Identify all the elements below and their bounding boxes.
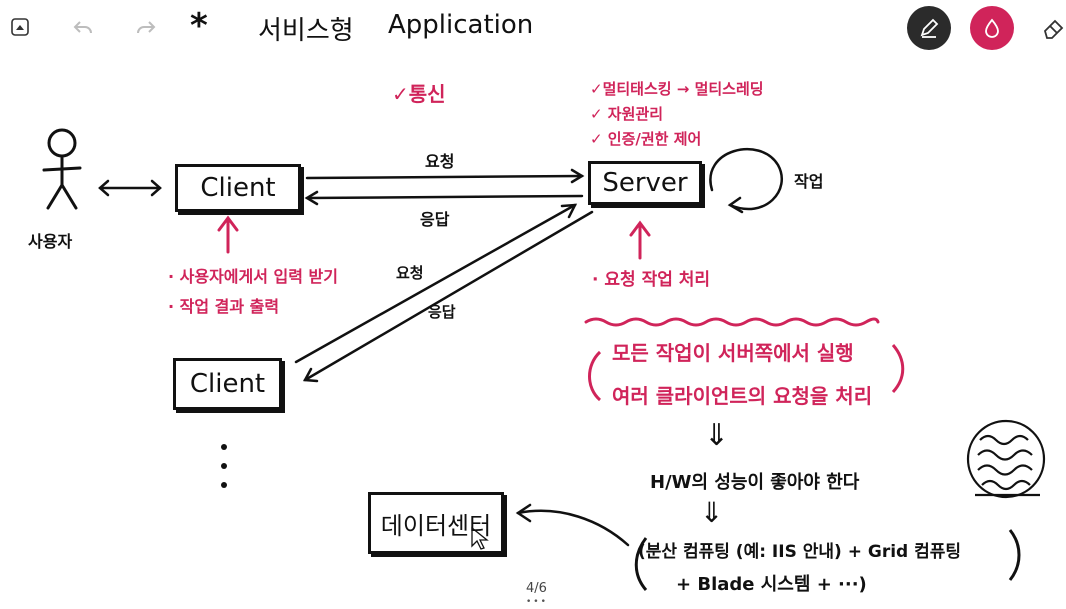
more-options-dots[interactable]: •••: [526, 597, 548, 607]
dist-bracket-left: [634, 537, 648, 591]
sidebar-toggle-icon[interactable]: [10, 17, 30, 37]
work-label: 작업: [794, 172, 824, 191]
server-up-arrow: [629, 220, 651, 260]
wavy-divider: [584, 317, 880, 327]
datacenter-box: 데이터센터: [368, 492, 504, 554]
server-note-3: ✓ 인증/권한 제어: [590, 130, 702, 148]
request-arrow-top: [305, 168, 585, 184]
summary-line-1: 모든 작업이 서버쪽에서 실행: [612, 341, 854, 365]
stick-figure-icon: [42, 128, 82, 210]
blade-note: + Blade 시스템 + ···): [676, 574, 867, 595]
dist-bracket-right: [1008, 529, 1021, 581]
title-main: 서비스형: [258, 16, 354, 46]
comm-note: ✓통신: [392, 82, 446, 106]
response-label-top: 응답: [420, 210, 450, 229]
client-note-1: · 사용자에게서 입력 받기: [168, 267, 338, 286]
request-label-top: 요청: [425, 152, 455, 171]
pen-tool-button[interactable]: [907, 6, 951, 50]
summary-bracket-left: [588, 350, 602, 402]
more-clients-dots: [221, 444, 227, 488]
double-down-arrow-1: ⇓: [704, 418, 730, 453]
hw-note: H/W의 성능이 좋아야 한다: [650, 472, 860, 493]
work-loop-arrow: [709, 148, 784, 214]
page-indicator: 4/6: [526, 581, 547, 596]
summary-bracket-right: [891, 344, 905, 394]
eraser-icon[interactable]: [1040, 14, 1066, 42]
response-label-diagonal: 응답: [428, 303, 456, 321]
client-box-top: Client: [175, 164, 301, 212]
highlighter-icon: [985, 18, 999, 38]
distributed-note: (분산 컴퓨팅 (예: IIS 안내) + Grid 컴퓨팅: [638, 542, 962, 562]
client-box-bottom: Client: [173, 358, 282, 410]
client-note-2: · 작업 결과 출력: [168, 297, 280, 316]
pen-icon: [920, 18, 939, 38]
mouse-cursor-icon: [471, 526, 489, 550]
server-box: Server: [588, 161, 702, 205]
server-note-1: ✓멀티태스킹 → 멀티스레딩: [590, 80, 764, 98]
request-arrow-diagonal: [294, 203, 578, 364]
client-up-arrow: [217, 215, 239, 254]
user-client-arrow: [98, 179, 162, 197]
datacenter-arrow: [515, 503, 630, 547]
server-task-note: · 요청 작업 처리: [592, 270, 711, 290]
request-label-diagonal: 요청: [396, 264, 424, 282]
server-note-2: ✓ 자원관리: [590, 105, 663, 123]
user-label: 사용자: [28, 232, 73, 251]
title-application: Application: [388, 10, 534, 40]
redo-icon[interactable]: [133, 15, 159, 41]
highlighter-tool-button[interactable]: [970, 6, 1014, 50]
undo-icon[interactable]: [70, 15, 96, 41]
summary-line-2: 여러 클라이언트의 요청을 처리: [612, 384, 873, 408]
double-down-arrow-2: ⇓: [700, 496, 724, 529]
title-star: *: [190, 6, 208, 46]
response-arrow-diagonal: [302, 210, 594, 383]
response-arrow-top: [304, 190, 584, 206]
scribble-stamp-icon: [966, 419, 1046, 499]
